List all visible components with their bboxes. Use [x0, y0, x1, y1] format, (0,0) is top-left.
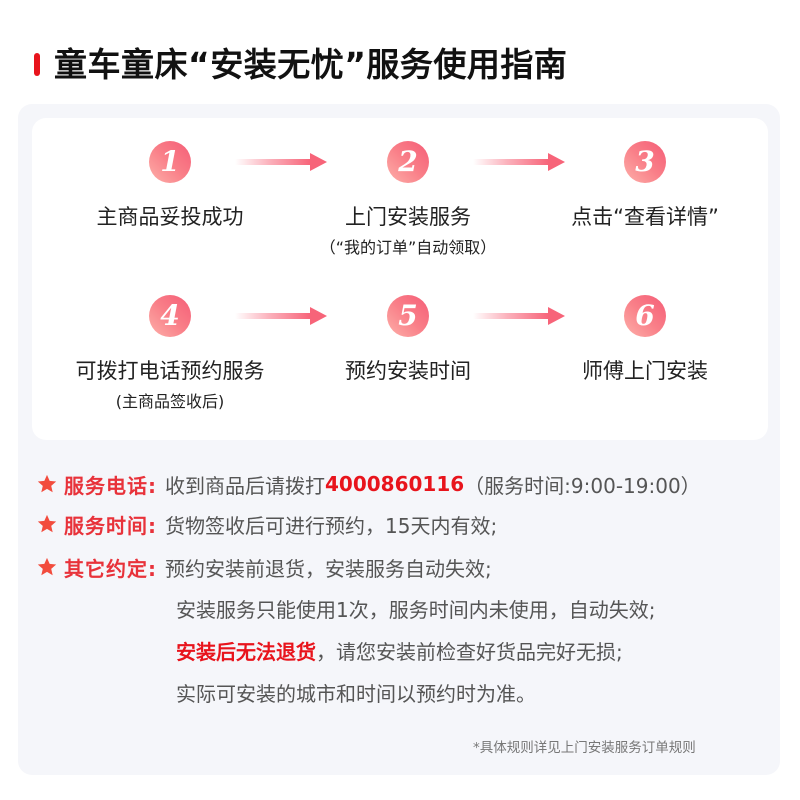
- step-4: 4 可拨打电话预约服务 (主商品签收后): [50, 295, 290, 413]
- step-number-badge: 6: [624, 295, 666, 337]
- info-service-phone: 服务电话: 收到商品后请拨打 4000860116 （服务时间:9:00-19:…: [36, 467, 701, 501]
- step-number-badge: 1: [149, 141, 191, 183]
- title-accent-bar: [34, 53, 40, 76]
- step-number-badge: 5: [387, 295, 429, 337]
- star-icon: [37, 474, 57, 493]
- info-text: 收到商品后请拨打: [165, 473, 325, 498]
- info-text: 货物签收后可进行预约，15天内有效;: [165, 513, 498, 538]
- arrow-right-icon: [473, 153, 565, 171]
- terms-line: 安装服务只能使用1次，服务时间内未使用，自动失效;: [176, 598, 656, 622]
- step-label: 师傅上门安装: [582, 359, 708, 383]
- page-title: 童车童床“安装无忧”服务使用指南: [54, 45, 568, 84]
- step-number-badge: 3: [624, 141, 666, 183]
- step-label: 主商品妥投成功: [96, 205, 244, 229]
- step-sublabel: （“我的订单”自动领取）: [319, 238, 497, 257]
- step-3: 3 点击“查看详情”: [525, 141, 765, 231]
- info-other-terms: 其它约定: 预约安装前退货，安装服务自动失效;: [36, 550, 492, 584]
- step-label: 点击“查看详情”: [571, 205, 719, 229]
- step-1: 1 主商品妥投成功: [50, 141, 290, 231]
- step-label: 预约安装时间: [345, 359, 471, 383]
- star-icon: [37, 557, 57, 576]
- terms-text: ，请您安装前检查好货品完好无损;: [316, 640, 623, 664]
- terms-line: 实际可安装的城市和时间以预约时为准。: [176, 682, 536, 706]
- step-sublabel: (主商品签收后): [115, 392, 225, 411]
- info-label: 其它约定:: [64, 556, 157, 581]
- step-label: 上门安装服务: [345, 205, 471, 229]
- step-number-badge: 2: [387, 141, 429, 183]
- arrow-right-icon: [473, 307, 565, 325]
- step-number-badge: 4: [149, 295, 191, 337]
- step-label: 可拨打电话预约服务: [75, 359, 265, 383]
- info-label: 服务时间:: [64, 513, 157, 538]
- step-6: 6 师傅上门安装: [525, 295, 765, 385]
- step-5: 5 预约安装时间: [288, 295, 528, 385]
- footnote: *具体规则详见上门安装服务订单规则: [473, 740, 696, 756]
- arrow-right-icon: [235, 307, 327, 325]
- step-2: 2 上门安装服务 （“我的订单”自动领取）: [288, 141, 528, 259]
- terms-line: 安装后无法退货，请您安装前检查好货品完好无损;: [176, 635, 623, 669]
- arrow-right-icon: [235, 153, 327, 171]
- star-icon: [37, 514, 57, 533]
- no-return-warning: 安装后无法退货: [176, 640, 316, 664]
- info-service-time: 服务时间: 货物签收后可进行预约，15天内有效;: [36, 507, 497, 541]
- info-label: 服务电话:: [64, 473, 157, 498]
- service-phone-number[interactable]: 4000860116: [325, 472, 465, 496]
- info-text: 预约安装前退货，安装服务自动失效;: [165, 556, 492, 581]
- service-hours-note: （服务时间:9:00-19:00）: [464, 473, 701, 498]
